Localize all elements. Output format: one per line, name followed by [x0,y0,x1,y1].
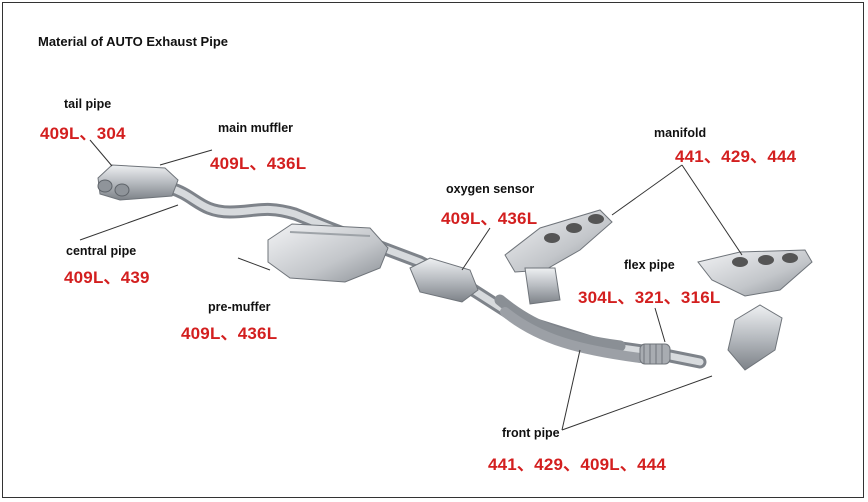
pre-muffer-label: pre-muffer [208,300,271,314]
flex-pipe-material: 304L、321、316L [578,288,721,307]
tail-pipe-label: tail pipe [64,97,112,111]
manifold-label: manifold [654,126,707,140]
main-muffler-shape [97,164,179,201]
manifold-material: 441、429、444 [675,147,797,166]
front-pipe-label: front pipe [502,426,560,440]
oxygen-sensor-label: oxygen sensor [446,182,535,196]
pre-muffer-material: 409L、436L [181,324,278,343]
oxygen-sensor-material: 409L、436L [441,209,538,228]
flex-pipe-label: flex pipe [624,258,675,272]
main-muffler-label: main muffler [218,121,294,135]
oxygen-sensor-body-shape [409,257,479,303]
tail-pipe-material: 409L、304 [40,124,126,143]
page-title: Material of AUTO Exhaust Pipe [38,34,228,49]
flex-pipe-shape [639,343,671,365]
manifold-right-shape [697,249,813,371]
central-pipe-material: 409L、439 [64,268,150,287]
central-pipe-label: central pipe [66,244,137,258]
main-muffler-material: 409L、436L [210,154,307,173]
leader-lines [79,139,743,431]
front-pipe-material: 441、429、409L、444 [488,455,667,474]
manifold-left-shape [504,209,613,305]
pre-muffler-shape [267,223,389,283]
